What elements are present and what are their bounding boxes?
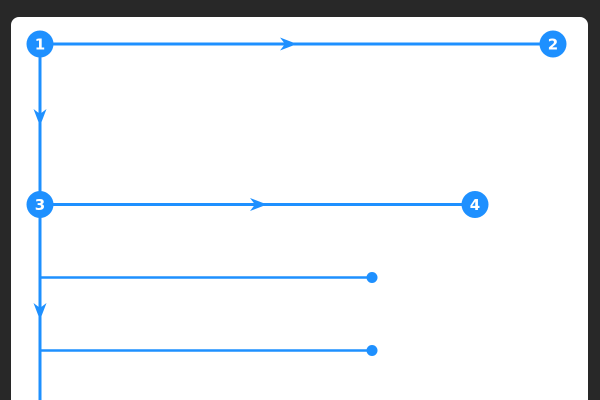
node-4-label: 4 (470, 196, 480, 214)
endpoint-dot-branch-upper (366, 272, 378, 283)
node-2[interactable]: 2 (539, 30, 567, 58)
endpoint-dot-branch-lower (366, 345, 378, 356)
node-3-label: 3 (35, 196, 45, 214)
diagram-canvas (11, 17, 588, 400)
node-1-label: 1 (35, 36, 45, 54)
node-1[interactable]: 1 (26, 30, 54, 58)
node-2-circle[interactable] (539, 30, 567, 58)
node-4[interactable]: 4 (461, 191, 489, 218)
node-2-label: 2 (548, 36, 558, 54)
node-4-circle[interactable] (461, 191, 489, 218)
arrowhead-edge-1-to-2-icon (280, 37, 297, 51)
arrowhead-edge-3-downward-icon (33, 303, 47, 320)
arrowhead-edge-3-to-4-icon (250, 198, 267, 211)
node-3-circle[interactable] (26, 191, 54, 218)
arrowhead-edge-1-to-3-icon (33, 109, 47, 126)
node-3[interactable]: 3 (26, 191, 54, 218)
node-1-circle[interactable] (26, 30, 54, 58)
